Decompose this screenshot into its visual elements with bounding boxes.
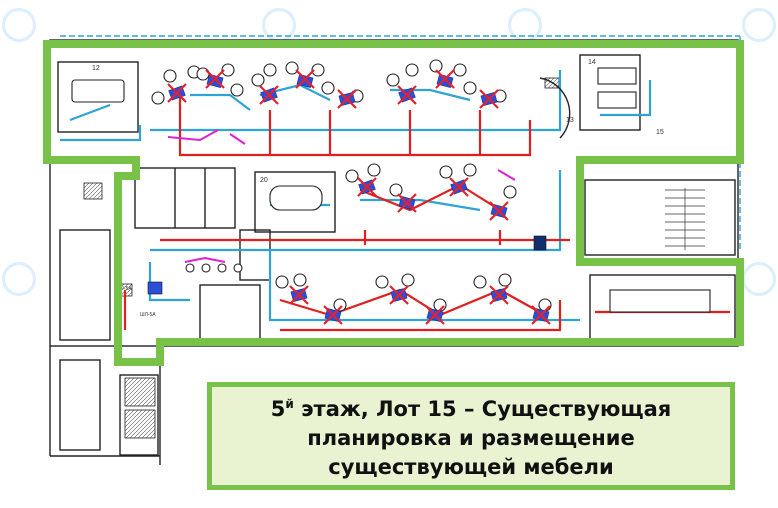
meeting-tables: [71, 67, 711, 313]
cable-magenta: [167, 129, 516, 263]
room-number-15: 15: [656, 129, 664, 136]
caption-line-1: 5й этаж, Лот 15 – Существующая: [271, 390, 671, 424]
room-number-12: 12: [92, 65, 100, 72]
caption-floor-number: 5: [270, 397, 286, 421]
room-number-14: 14: [588, 59, 596, 66]
equipment-label-1: ШР-5А: [116, 286, 132, 292]
watermark-circle: [2, 262, 36, 296]
equipment-label-2: ШЛ-5А: [140, 312, 156, 318]
caption-line-2: планировка и размещение: [307, 426, 635, 450]
watermark-circle: [742, 8, 776, 42]
caption-line-3: существующей мебели: [328, 455, 614, 479]
equipment-rack: [147, 235, 547, 295]
cable-blue: [60, 70, 652, 322]
room-number-13: 13: [566, 117, 574, 124]
workstation-x-marks: [167, 69, 551, 325]
stairs: [665, 188, 705, 250]
workstation-chairs: [151, 59, 552, 312]
building-walls: [49, 35, 741, 465]
caption-floor-suffix: й: [285, 397, 294, 411]
caption-line-1-text: этаж, Лот 15 – Существующая: [293, 397, 672, 421]
room-number-20: 20: [260, 177, 268, 184]
structural-columns: [83, 77, 560, 439]
reception-desk: [539, 77, 571, 139]
watermark-circle: [2, 8, 36, 42]
caption-box: 5й этаж, Лот 15 – Существующая планировк…: [207, 382, 735, 490]
